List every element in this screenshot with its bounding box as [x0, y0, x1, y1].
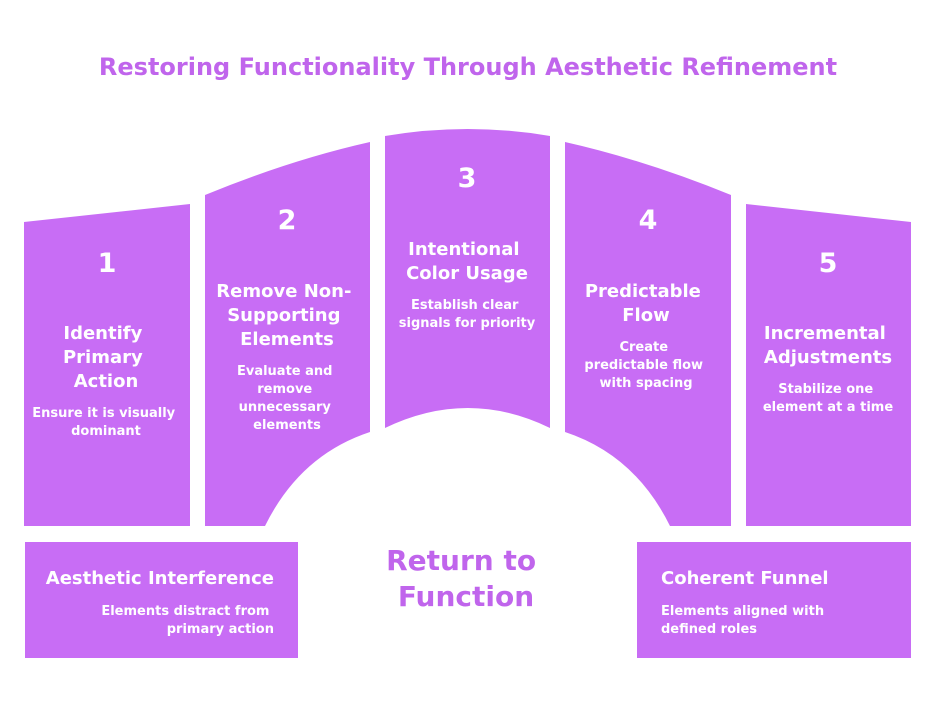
step-1-number: 1: [98, 248, 117, 279]
step-2-title: Remove Non- Supporting Elements: [216, 281, 357, 350]
coherent-funnel-title: Coherent Funnel: [661, 568, 829, 589]
coherent-funnel-box: [637, 542, 911, 658]
step-1-description: Ensure it is visually dominant: [32, 406, 179, 439]
diagram-title: Restoring Functionality Through Aestheti…: [99, 53, 837, 81]
step-2-description: Evaluate and remove unnecessary elements: [237, 364, 337, 433]
aesthetic-interference-box: [25, 542, 298, 658]
step-2-number: 2: [278, 205, 297, 236]
step-3-title: Intentional Color Usage: [406, 239, 528, 284]
aesthetic-interference-title: Aesthetic Interference: [46, 568, 274, 589]
step-2-block: [205, 142, 370, 526]
step-3-number: 3: [458, 163, 477, 194]
return-to-function-label: Return to Function: [386, 544, 546, 613]
step-5-title: Incremental Adjustments: [764, 323, 892, 368]
coherent-funnel-description: Elements aligned with defined roles: [661, 604, 829, 637]
step-1-block: [24, 204, 190, 526]
step-1-title: Identify Primary Action: [63, 323, 149, 392]
step-4-description: Create predictable flow with spacing: [584, 340, 707, 391]
step-4-number: 4: [639, 205, 658, 236]
step-5-block: [746, 204, 911, 526]
step-5-number: 5: [819, 248, 838, 279]
aesthetic-interference-description: Elements distract from primary action: [101, 604, 274, 637]
step-4-title: Predictable Flow: [585, 281, 707, 326]
step-3-description: Establish clear signals for priority: [399, 298, 536, 331]
step-4-block: [565, 142, 731, 526]
step-3-block: [385, 129, 550, 428]
step-5-description: Stabilize one element at a time: [763, 382, 893, 415]
